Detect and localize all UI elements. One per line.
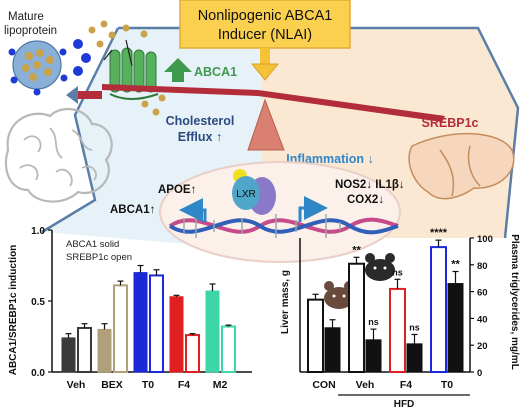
brain-icon <box>4 107 113 203</box>
abca1-transporter-icon <box>88 20 166 116</box>
nlai-header-line2: Inducer (NLAI) <box>218 27 312 43</box>
right-bar-chart: Liver mass, g Plasma triglycerides, mg/m… <box>280 227 520 409</box>
left-chart-legend-line2: SREBP1c open <box>66 252 132 263</box>
left-chart-ytick-label: 0.5 <box>31 297 45 308</box>
apoe-gene-label: APOE↑ <box>158 184 196 196</box>
abca1-protein-label: ABCA1 <box>194 65 237 79</box>
left-chart-xtick-label: BEX <box>101 379 123 391</box>
right-chart-ytick-label: 60 <box>477 288 488 299</box>
right-chart-xtick-label: CON <box>312 379 335 391</box>
mouse-icon-f4 <box>365 253 395 281</box>
nucleus <box>159 161 401 263</box>
abca1-up-arrow <box>164 58 192 82</box>
inflammatory-gene-arrow <box>298 196 328 222</box>
right-chart-bar-triglycerides-veh <box>365 339 382 373</box>
liver-icon <box>408 132 515 200</box>
left-chart-bar-abca1-m2 <box>205 290 220 373</box>
nlai-header-box <box>179 0 351 49</box>
right-chart-significance-tg: ** <box>451 259 460 271</box>
right-chart-bar-triglycerides-f4 <box>406 343 423 373</box>
left-chart-bar-srebp1c-f4 <box>185 334 200 373</box>
nos2-il1b-label: NOS2↓ IL1β↓ <box>335 179 405 191</box>
left-chart-legend-line1: ABCA1 solid <box>66 239 119 250</box>
left-chart-xtick-label: T0 <box>142 379 154 391</box>
left-chart-bar-abca1-veh <box>61 337 76 373</box>
left-chart-bar-srebp1c-veh <box>77 326 92 374</box>
right-chart-bar-triglycerides-con <box>324 327 341 373</box>
left-chart-xtick-label: Veh <box>67 379 86 391</box>
right-chart-significance-liver: **** <box>430 227 448 239</box>
lipoprotein-blue-particles <box>73 39 91 76</box>
right-chart-significance-liver: ns <box>392 267 403 277</box>
left-chart-bar-abca1-f4 <box>169 296 184 373</box>
lxr-complex-icon <box>232 169 276 215</box>
right-chart-bar-liver-mass-con <box>307 298 324 374</box>
right-chart-bar-liver-mass-t0 <box>430 246 447 373</box>
mature-lipoprotein-label-line1: Mature <box>8 11 44 23</box>
right-chart-bar-triglycerides-t0 <box>447 283 464 373</box>
right-chart-bar-liver-mass-f4 <box>389 287 406 374</box>
left-chart-ytick-label: 0.0 <box>31 368 45 379</box>
right-chart-xtick-label: F4 <box>400 379 412 391</box>
left-bar-chart: ABCA1/SREBP1c induction ABCA1 solid SREB… <box>8 226 252 391</box>
left-chart-xtick-label: M2 <box>213 379 228 391</box>
nlai-down-arrow <box>250 63 280 81</box>
right-chart-ytick-label: 20 <box>477 341 488 352</box>
right-chart-ytick-label: 40 <box>477 314 488 325</box>
srebp1c-label: SREBP1c <box>422 116 479 130</box>
right-chart-significance-tg: ns <box>368 317 379 327</box>
nlai-arrow-shaft <box>260 48 270 64</box>
mature-lipoprotein-label-line2: lipoprotein <box>4 25 57 37</box>
right-chart-ytick-label: 100 <box>477 234 493 245</box>
efflux-arrow-to-lipoprotein <box>66 86 102 104</box>
cholesterol-efflux-label-line2: Efflux ↑ <box>178 130 222 144</box>
right-chart-significance-liver: ** <box>352 244 361 256</box>
left-chart-ylabel: ABCA1/SREBP1c induction <box>8 245 19 376</box>
balance-fulcrum <box>247 98 285 151</box>
cholesterol-efflux-label-line1: Cholesterol <box>166 114 235 128</box>
left-chart-xtick-label: F4 <box>178 379 190 391</box>
balance-beam <box>102 84 445 122</box>
right-chart-xtick-label: Veh <box>356 379 375 391</box>
right-chart-ylabel-left: Liver mass, g <box>280 270 291 334</box>
nlai-header-line1: Nonlipogenic ABCA1 <box>198 8 333 24</box>
abca1-gene-arrow <box>179 198 207 222</box>
right-chart-ytick-label: 0 <box>477 368 482 379</box>
abca1-gene-label: ABCA1↑ <box>110 204 155 216</box>
mature-lipoprotein-icon <box>8 40 68 96</box>
left-chart-bar-srebp1c-m2 <box>221 325 236 373</box>
hfd-label: HFD <box>394 399 415 409</box>
right-chart-ytick-label: 80 <box>477 261 488 272</box>
cox2-label: COX2↓ <box>347 194 384 206</box>
left-chart-bar-srebp1c-t0 <box>149 274 164 373</box>
lxr-label: LXR <box>236 189 255 200</box>
right-chart-ylabel-right: Plasma triglycerides, mg/mL <box>509 234 520 370</box>
right-chart-xtick-label: T0 <box>441 379 453 391</box>
right-chart-bar-liver-mass-veh <box>348 262 365 373</box>
dna-helix-icon <box>168 214 399 238</box>
left-chart-bar-abca1-t0 <box>133 272 148 373</box>
left-chart-ytick-label: 1.0 <box>31 226 45 237</box>
left-chart-bar-srebp1c-bex <box>113 284 128 374</box>
left-chart-bar-abca1-bex <box>97 328 112 373</box>
right-chart-significance-tg: ns <box>409 322 420 332</box>
